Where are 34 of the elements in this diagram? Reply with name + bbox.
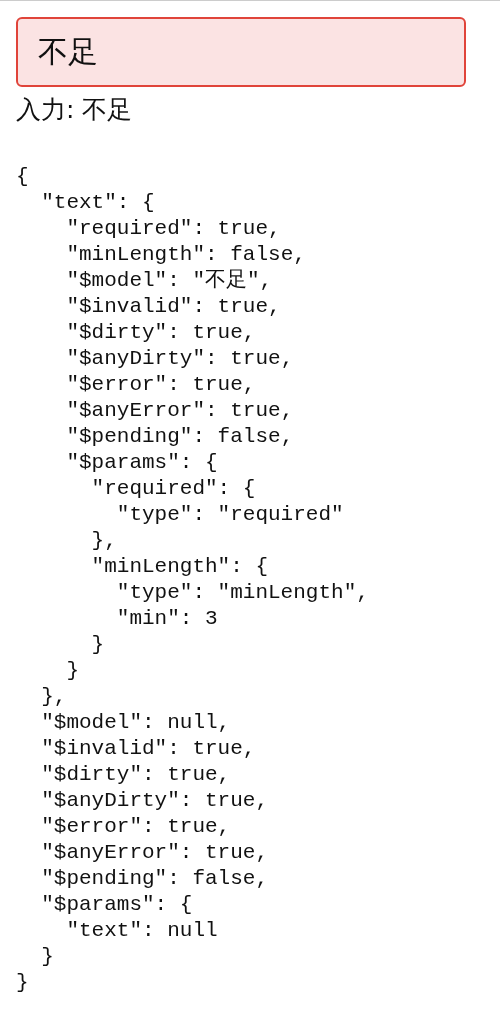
json-line: "$error": true, [41, 814, 231, 840]
json-line: } [66, 658, 79, 684]
json-line: "$dirty": true, [66, 320, 256, 346]
json-line: }, [41, 684, 67, 710]
json-line: "type": "minLength", [116, 580, 369, 606]
json-line: "$anyDirty": true, [41, 788, 269, 814]
json-line: { [16, 164, 29, 190]
json-line: "type": "required" [116, 502, 344, 528]
json-line: } [41, 944, 54, 970]
json-line: "$params": { [66, 450, 218, 476]
input-field: 不足 [16, 17, 466, 87]
json-line: }, [91, 528, 117, 554]
json-line: "$anyDirty": true, [66, 346, 294, 372]
json-line: "required": true, [66, 216, 281, 242]
json-line: } [91, 632, 105, 658]
json-line: "$model": null, [41, 710, 231, 736]
json-line: "$pending": false, [41, 866, 269, 892]
json-line: "text": { [41, 190, 155, 216]
json-line: "$error": true, [66, 372, 256, 398]
input-echo-text: 入力: 不足 [16, 94, 133, 126]
json-line: "$invalid": true, [66, 294, 281, 320]
json-line: "$anyError": true, [41, 840, 269, 866]
json-line: "$anyError": true, [66, 398, 294, 424]
json-line: "min": 3 [116, 606, 218, 632]
json-line: "text": null [66, 918, 218, 944]
json-line: "minLength": false, [66, 242, 306, 268]
json-line: } [16, 970, 29, 996]
json-line: "required": { [91, 476, 256, 502]
json-line: "$model": "不足", [66, 268, 273, 294]
json-line: "$dirty": true, [41, 762, 231, 788]
json-line: "$params": { [41, 892, 193, 918]
json-line: "minLength": { [91, 554, 269, 580]
json-line: "$pending": false, [66, 424, 294, 450]
json-line: "$invalid": true, [41, 736, 256, 762]
